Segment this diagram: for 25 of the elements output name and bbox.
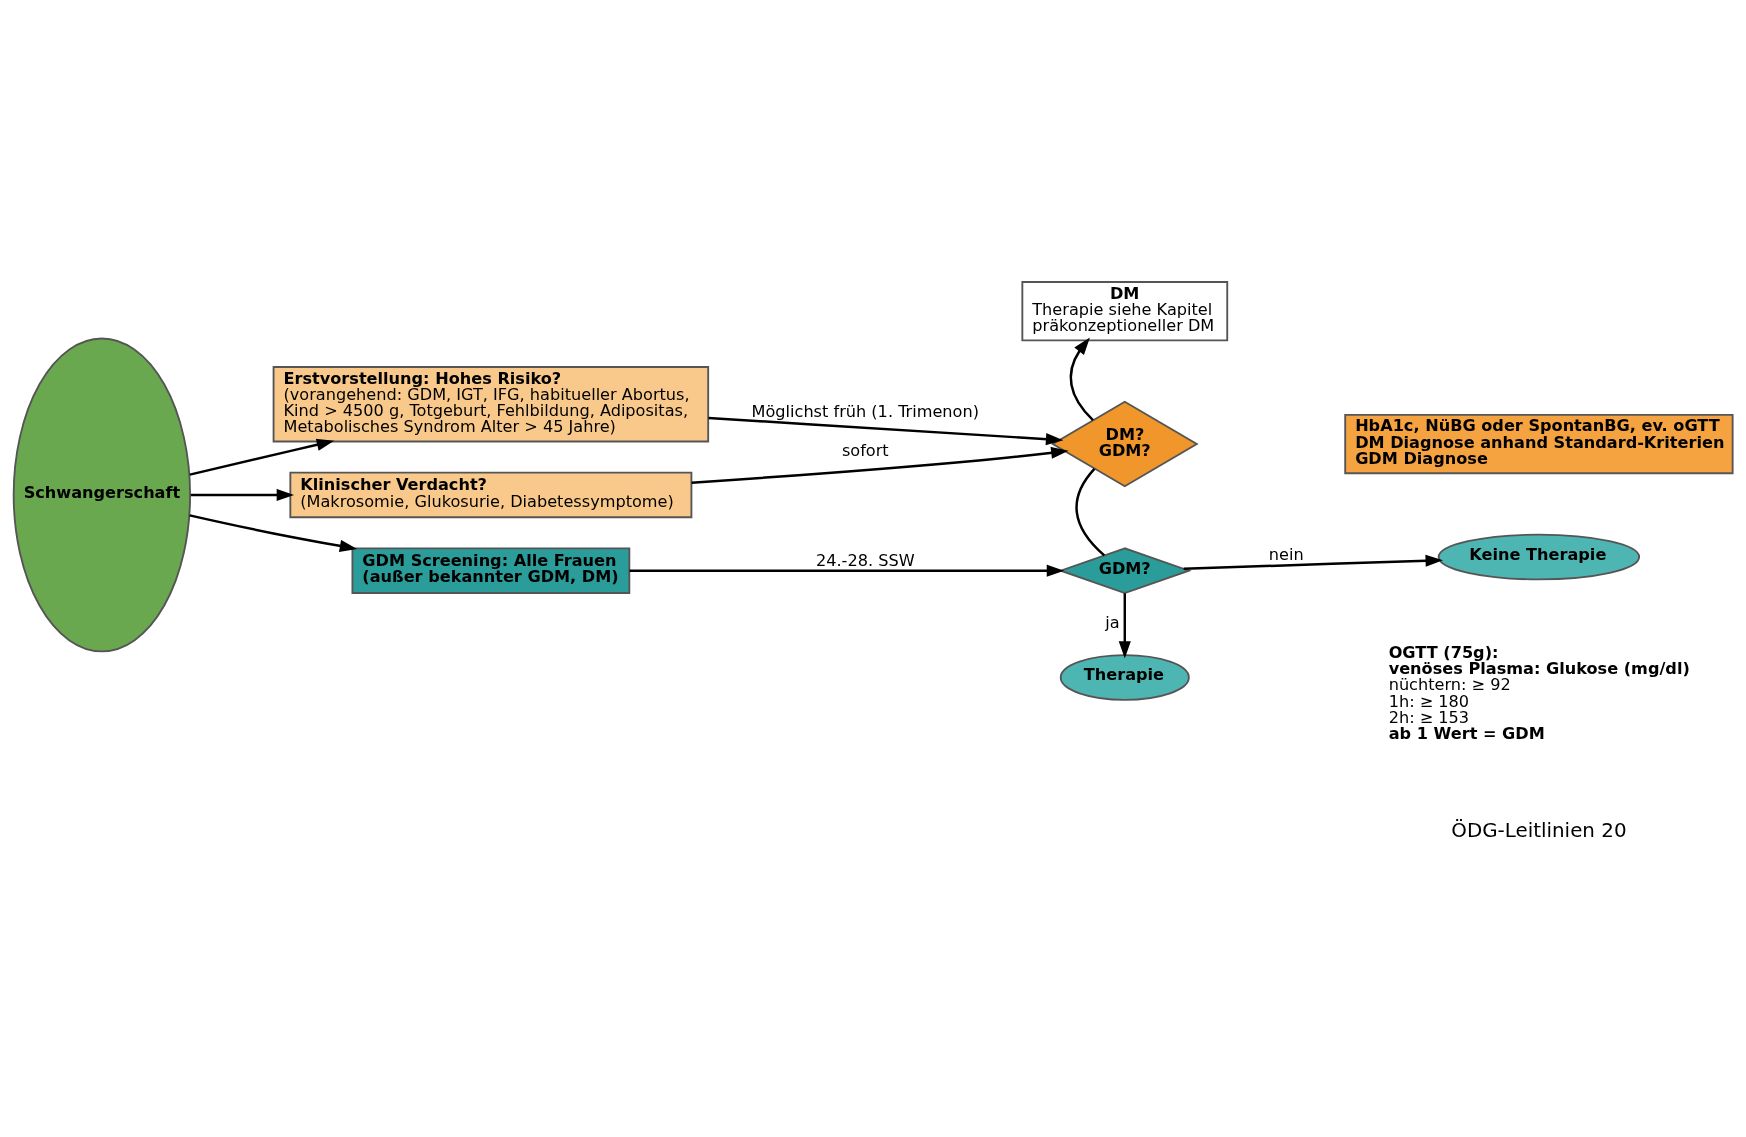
node-ellipse: Therapie [1059, 654, 1190, 701]
label: OGTT (75g): [1388, 643, 1499, 663]
edge-label: nein [1268, 544, 1304, 564]
arrow [190, 488, 295, 501]
edge-label: 24.-28. SSW [815, 551, 915, 571]
arrow [691, 446, 1069, 484]
node-box: HbA1c, NüBG oder SpontanBG, ev. oGTT DM Diagnose anhand Standard-Kriterien GDM Diagnose [1344, 413, 1734, 475]
arrow [1183, 554, 1443, 570]
node-box: DM Therapie siehe Kapitel präkonzeptioneller DM [1021, 281, 1229, 342]
edge-label: ja [1105, 613, 1120, 633]
node-ellipse: Schwangerschaft [12, 337, 191, 653]
arrow [1069, 337, 1094, 421]
connector [1075, 468, 1106, 557]
label: ÖDG-Leitlinien 20 [1451, 819, 1627, 843]
arrow [189, 514, 358, 552]
arrow [708, 416, 1064, 446]
arrow [189, 438, 335, 476]
node-box: Erstvorstellung: Hohes Risiko? (vorangehend: GDM, IGT, IFG, habitueller Abortus, Kind > 4500 g, Totgeburt, Fehlbildung, Adipositas, Metabolisches Syndrom Alter > 45 Jahre) [272, 366, 710, 443]
edge-label: sofort [841, 440, 889, 460]
node-box: GDM Screening: Alle Frauen (außer bekannter GDM, DM) [351, 547, 631, 594]
node-box: Klinischer Verdacht? (Makrosomie, Glukosurie, Diabetessymptome) [289, 471, 693, 519]
arrow [629, 564, 1065, 577]
node-ellipse: Keine Therapie [1437, 533, 1641, 581]
edge-label: Möglichst früh (1. Trimenon) [751, 402, 979, 422]
arrow [1118, 593, 1131, 659]
